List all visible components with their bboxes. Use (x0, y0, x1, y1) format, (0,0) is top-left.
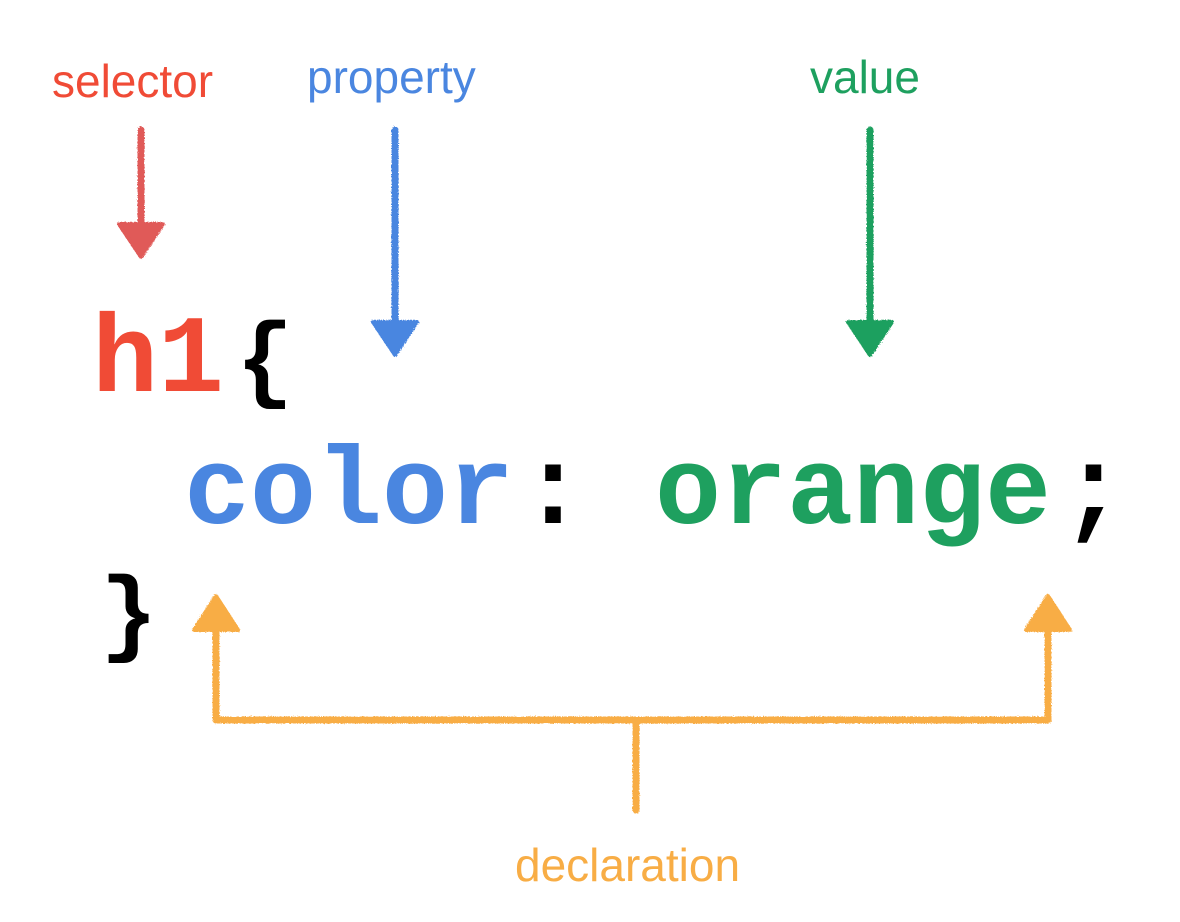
declaration-label: declaration (515, 839, 741, 891)
property-arrow (371, 126, 419, 357)
code-selector: h1 (92, 300, 225, 425)
code-value: orange (655, 432, 1052, 557)
code-colon: : (520, 432, 587, 557)
code-open-brace: { (236, 309, 294, 418)
code-semicolon: ; (1060, 432, 1127, 557)
selector-label: selector (52, 55, 214, 107)
value-label: value (810, 51, 920, 103)
property-label: property (307, 51, 476, 103)
selector-arrow (117, 126, 165, 259)
value-arrow (846, 126, 894, 357)
declaration-bracket-arrow (192, 594, 1072, 814)
code-property: color (184, 432, 515, 557)
code-close-brace: } (100, 563, 158, 672)
